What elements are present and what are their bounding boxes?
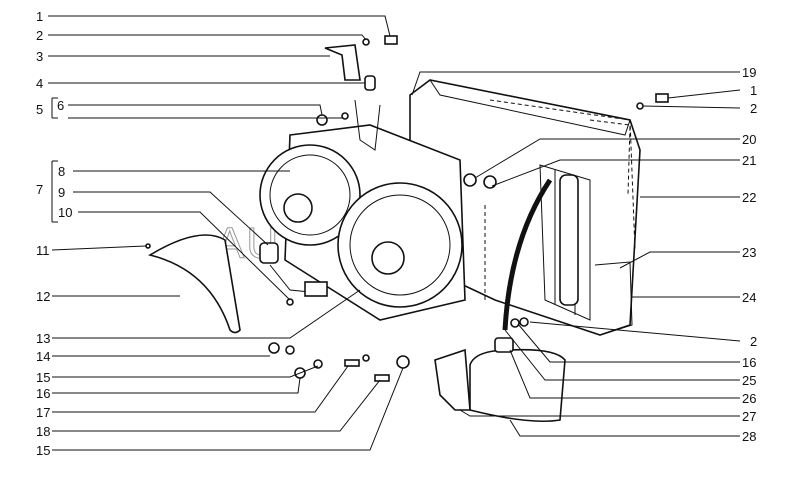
radiator-hose (502, 178, 553, 331)
callout-8: 8 (58, 164, 65, 179)
callout-16-right: 16 (742, 355, 756, 370)
callout-15b: 15 (36, 443, 50, 458)
callout-18: 18 (36, 424, 50, 439)
right-leader-lines (411, 71, 741, 437)
callout-25: 25 (742, 373, 756, 388)
callout-23: 23 (742, 245, 756, 260)
callout-2: 2 (36, 28, 43, 43)
callout-3: 3 (36, 49, 43, 64)
expansion-tank (434, 337, 566, 423)
callout-7: 7 (36, 182, 43, 197)
callout-27: 27 (742, 409, 756, 424)
callout-24: 24 (742, 290, 756, 305)
assembly-arrows (489, 99, 636, 251)
left-callout-labels: 1 2 3 4 5 6 7 8 9 10 11 12 13 14 15 16 1… (36, 9, 72, 458)
callout-1-right: 1 (750, 83, 757, 98)
callout-17: 17 (36, 405, 50, 420)
callout-11: 11 (36, 243, 50, 258)
fan-shroud (259, 99, 466, 321)
callout-6: 6 (57, 98, 64, 113)
callout-1: 1 (36, 9, 43, 24)
callout-2-right: 2 (750, 101, 757, 116)
callout-28: 28 (742, 429, 756, 444)
callout-16: 16 (36, 386, 50, 401)
callout-21: 21 (742, 153, 756, 168)
callout-13: 13 (36, 331, 50, 346)
callout-26: 26 (742, 391, 756, 406)
radiator (409, 79, 641, 336)
right-callout-labels: 19 1 2 20 21 22 23 24 2 16 25 26 27 28 (742, 65, 757, 444)
callout-19: 19 (742, 65, 756, 80)
callout-9: 9 (58, 185, 65, 200)
callout-4: 4 (36, 76, 43, 91)
wiring-harness (259, 242, 328, 297)
callout-14: 14 (36, 349, 50, 364)
callout-15: 15 (36, 370, 50, 385)
callout-2-right-b: 2 (750, 334, 757, 349)
hose-clamp (463, 173, 477, 187)
callout-10: 10 (58, 205, 72, 220)
air-guide-cover (147, 234, 241, 334)
callout-5: 5 (36, 102, 43, 117)
callout-22: 22 (742, 190, 756, 205)
callout-20: 20 (742, 132, 756, 147)
hose-clamp (483, 175, 497, 189)
left-leader-lines (48, 15, 404, 451)
callout-12: 12 (36, 289, 50, 304)
